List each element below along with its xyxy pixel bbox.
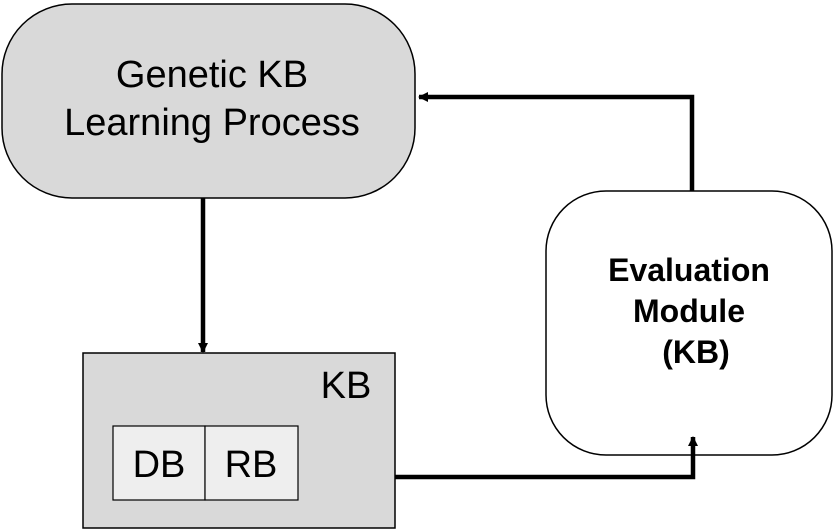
evaluation-module-node: Evaluation Module (KB) — [545, 190, 833, 456]
kb-label: KB — [321, 365, 372, 407]
evaluation-label-line1: Evaluation — [608, 252, 770, 288]
process-label-line1: Genetic KB — [116, 54, 308, 96]
process-box-shape — [1, 3, 416, 199]
kb-node: KB DB RB — [82, 352, 396, 529]
process-label-line2: Learning Process — [64, 102, 360, 144]
rb-cell — [204, 425, 299, 501]
db-label: DB — [133, 444, 186, 486]
evaluation-label-line2: Module — [633, 293, 745, 329]
arrow-kb-to-evaluation — [395, 436, 698, 480]
evaluation-label-line3: (KB) — [662, 334, 730, 370]
evaluation-box-shape — [545, 190, 833, 456]
rb-label: RB — [225, 444, 278, 486]
db-cell — [112, 425, 206, 501]
genetic-kb-learning-process-node: Genetic KB Learning Process — [1, 3, 416, 199]
arrow-evaluation-to-process — [418, 92, 695, 191]
